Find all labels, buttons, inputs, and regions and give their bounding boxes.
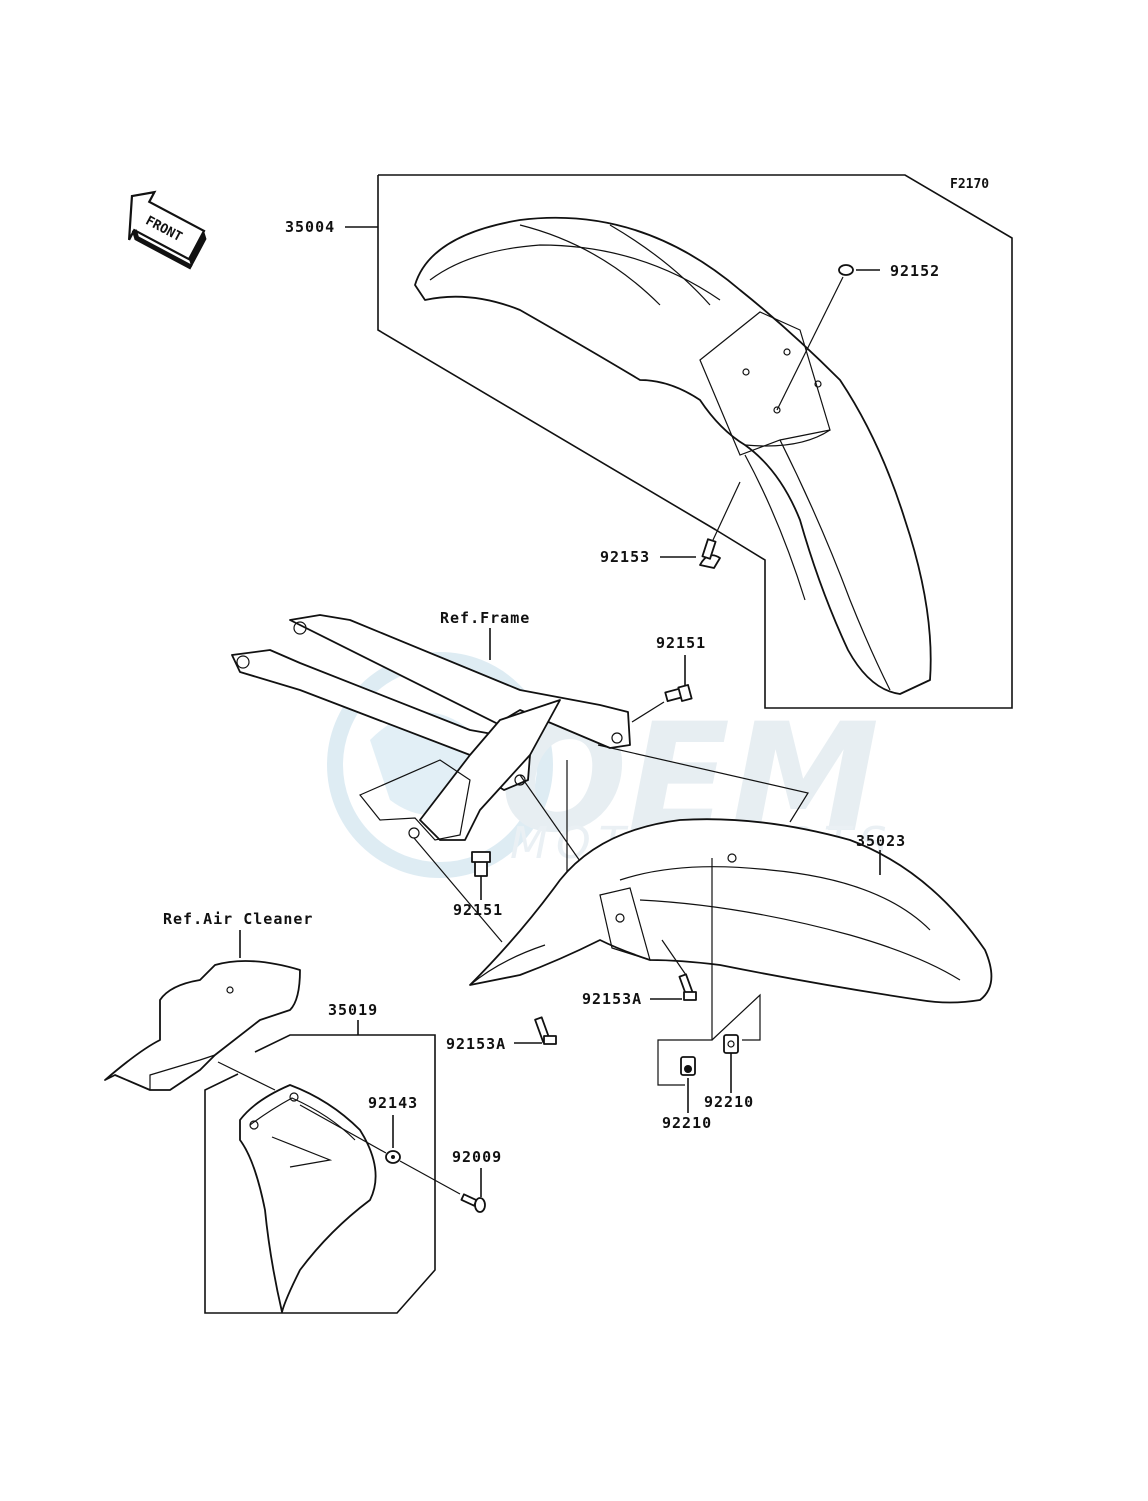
callout-92210-left: 92210 [662,1114,712,1132]
mud-flap-screw[interactable] [460,1193,486,1213]
callout-92009: 92009 [452,1148,502,1166]
front-fender[interactable] [414,216,932,695]
mud-flap[interactable] [239,1084,377,1313]
callout-92153a-left: 92153A [446,1035,506,1053]
ref-frame-label: Ref.Frame [440,609,530,627]
mud-flap-washer[interactable] [385,1150,401,1164]
nut-left[interactable] [680,1056,696,1076]
mud-flap-group: 35019 [204,1001,436,1314]
callout-92152: 92152 [890,262,940,280]
callout-92143: 92143 [368,1094,418,1112]
rear-fender[interactable] [469,818,993,1004]
ref-air-cleaner-label: Ref.Air Cleaner [163,910,313,928]
callout-35019: 35019 [328,1001,378,1019]
front-fender-group: 35004 92152 92153 [285,174,1013,709]
front-fender-group-frame [378,174,1013,709]
callout-92210-right: 92210 [704,1093,754,1111]
frame-reference: Ref.Frame [231,609,631,841]
frame-bolt-right[interactable] [664,684,693,703]
front-direction-arrow-icon: FRONT [127,190,207,270]
callout-92151-center: 92151 [453,901,503,919]
front-fender-bolt[interactable] [699,538,721,569]
callout-35004: 35004 [285,218,335,236]
callout-92151-right: 92151 [656,634,706,652]
front-fender-washer[interactable] [838,264,854,276]
callout-92153: 92153 [600,548,650,566]
rear-fender-bolt-left[interactable] [534,1016,557,1045]
nut-right[interactable] [723,1034,739,1054]
frame-bolt-center[interactable] [471,851,491,877]
callout-92153a-right: 92153A [582,990,642,1008]
callout-35023: 35023 [856,832,906,850]
air-cleaner-reference: Ref.Air Cleaner [104,910,313,1091]
figure-code: F2170 [950,177,989,192]
rear-fender-bolt-right[interactable] [678,973,697,1001]
